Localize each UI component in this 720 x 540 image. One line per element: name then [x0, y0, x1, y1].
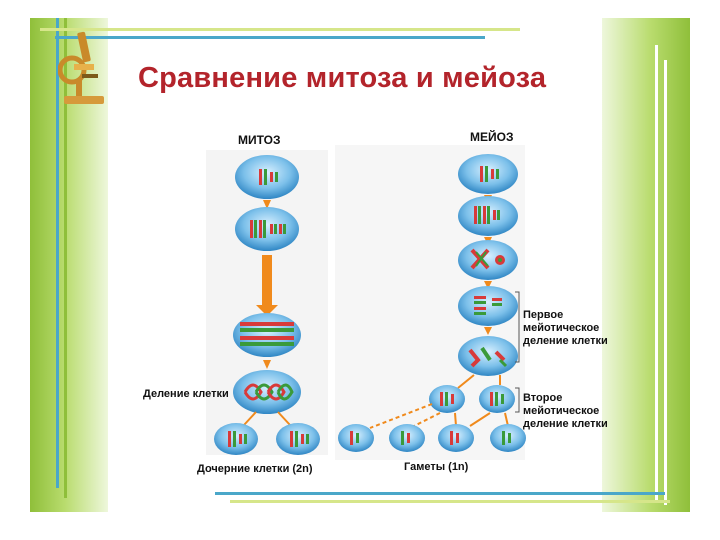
- gamete-cell: [438, 424, 474, 452]
- arrow: [277, 411, 291, 426]
- arrow: [504, 412, 509, 427]
- bracket: [515, 387, 520, 413]
- meiosis-cell: [458, 336, 518, 376]
- arrow: [454, 412, 457, 427]
- meiosis-header: МЕЙОЗ: [470, 130, 514, 144]
- meiosis-cell: [458, 240, 518, 280]
- gamete-cell: [389, 424, 425, 452]
- meiosis-cell: [479, 385, 515, 413]
- arrow: [263, 200, 271, 209]
- mitosis-cell: [233, 313, 301, 357]
- gametes-label: Гаметы (1n): [404, 461, 469, 473]
- decor-line: [230, 500, 670, 503]
- meiosis-cell: [429, 385, 465, 413]
- second-meiotic-division-label: Второе мейотическое деление клетки: [523, 392, 608, 430]
- mitosis-division-label: Деление клетки: [143, 388, 229, 400]
- daughter-cell: [276, 423, 320, 455]
- arrow: [409, 412, 441, 429]
- decor-line: [64, 18, 67, 498]
- arrow: [262, 255, 272, 305]
- arrow: [484, 281, 492, 289]
- daughter-cells-label: Дочерние клетки (2n): [197, 463, 313, 475]
- gamete-cell: [490, 424, 526, 452]
- arrow: [469, 412, 491, 427]
- bracket: [515, 291, 520, 363]
- gamete-cell: [338, 424, 374, 452]
- right-decor-band: [602, 18, 690, 512]
- microscope-icon: [58, 31, 104, 104]
- page-title: Сравнение митоза и мейоза: [138, 62, 547, 94]
- arrow: [457, 374, 475, 389]
- decor-line: [655, 45, 658, 500]
- daughter-cell: [214, 423, 258, 455]
- arrow: [484, 327, 492, 335]
- mitosis-cell: [235, 207, 299, 251]
- meiosis-cell: [458, 286, 518, 326]
- decor-line: [55, 36, 485, 39]
- mitosis-cell: [235, 155, 299, 199]
- first-meiotic-division-label: Первое мейотическое деление клетки: [523, 309, 608, 347]
- arrow: [369, 403, 433, 429]
- decor-line: [56, 18, 59, 488]
- arrow: [256, 305, 278, 316]
- meiosis-cell: [458, 154, 518, 194]
- arrow: [263, 360, 271, 369]
- meiosis-cell: [458, 196, 518, 236]
- decor-line: [664, 60, 667, 505]
- arrow: [243, 411, 257, 426]
- decor-line: [40, 28, 520, 31]
- mitosis-cell: [233, 370, 301, 414]
- mitosis-header: МИТОЗ: [238, 133, 281, 147]
- decor-line: [215, 492, 665, 495]
